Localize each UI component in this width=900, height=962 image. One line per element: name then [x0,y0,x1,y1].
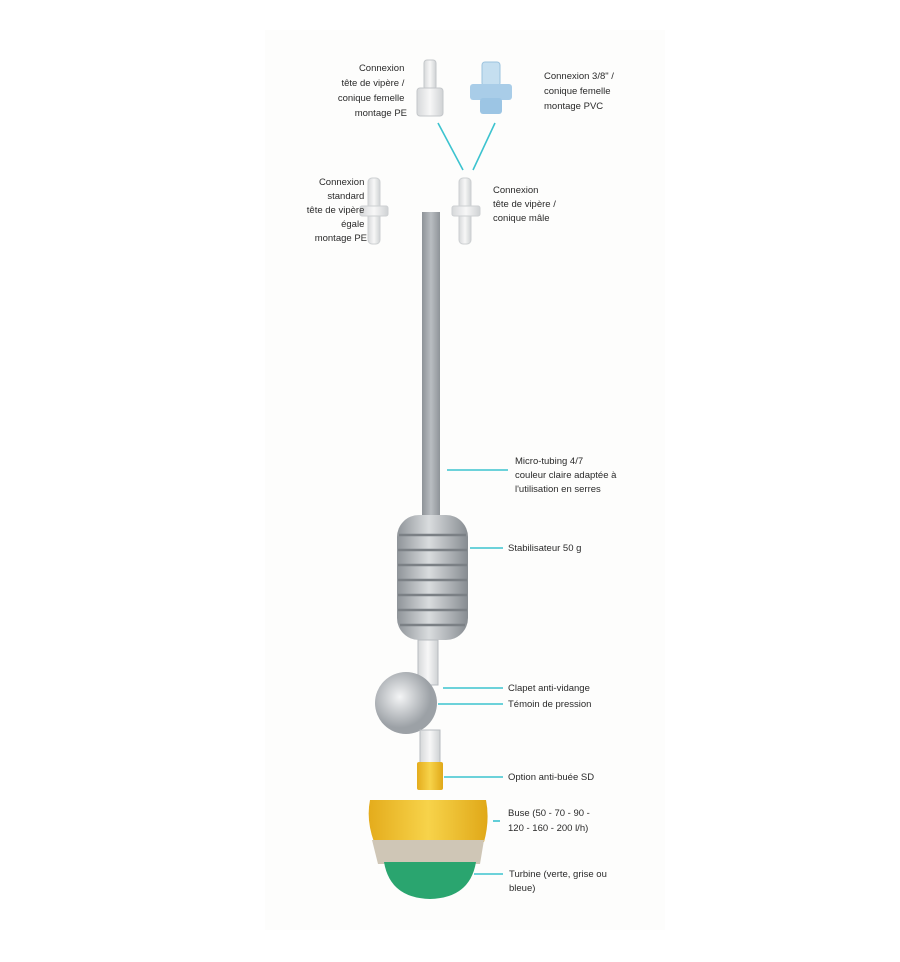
label-conn-standard: Connexion standard tête de vipère égale … [307,177,367,244]
label-conn-pe-female: Connexion tête de vipère / conique femel… [338,63,407,119]
label-clapet: Clapet anti-vidange [508,683,590,694]
connector-standard-icon [359,177,389,245]
label-buse: Buse (50 - 70 - 90 - 120 - 160 - 200 l/h… [508,808,593,834]
anti-fog-option-icon [417,762,443,790]
stabilizer-icon [397,515,468,640]
label-conn-pvc: Connexion 3/8" / conique femelle montage… [544,71,617,112]
connector-pe-female-icon [416,59,444,117]
label-micro-tubing: Micro-tubing 4/7 couleur claire adaptée … [515,456,619,495]
valve-stem-icon [419,729,441,766]
valve-ball-icon [375,672,437,734]
micro-tubing-icon [422,212,440,522]
turbine-icon [384,862,476,899]
connector-pvc-icon [470,61,512,114]
nozzle-base-icon [372,840,484,864]
label-stabilisateur: Stabilisateur 50 g [508,543,581,554]
label-temoin: Témoin de pression [508,699,591,710]
label-option: Option anti-buée SD [508,772,594,783]
nozzle-icon [368,800,488,842]
connector-male-icon [451,177,481,245]
label-turbine: Turbine (verte, grise ou bleue) [509,869,610,894]
connector-link-line [472,122,496,171]
connector-link-line [437,122,464,171]
label-conn-male: Connexion tête de vipère / conique mâle [493,185,559,224]
